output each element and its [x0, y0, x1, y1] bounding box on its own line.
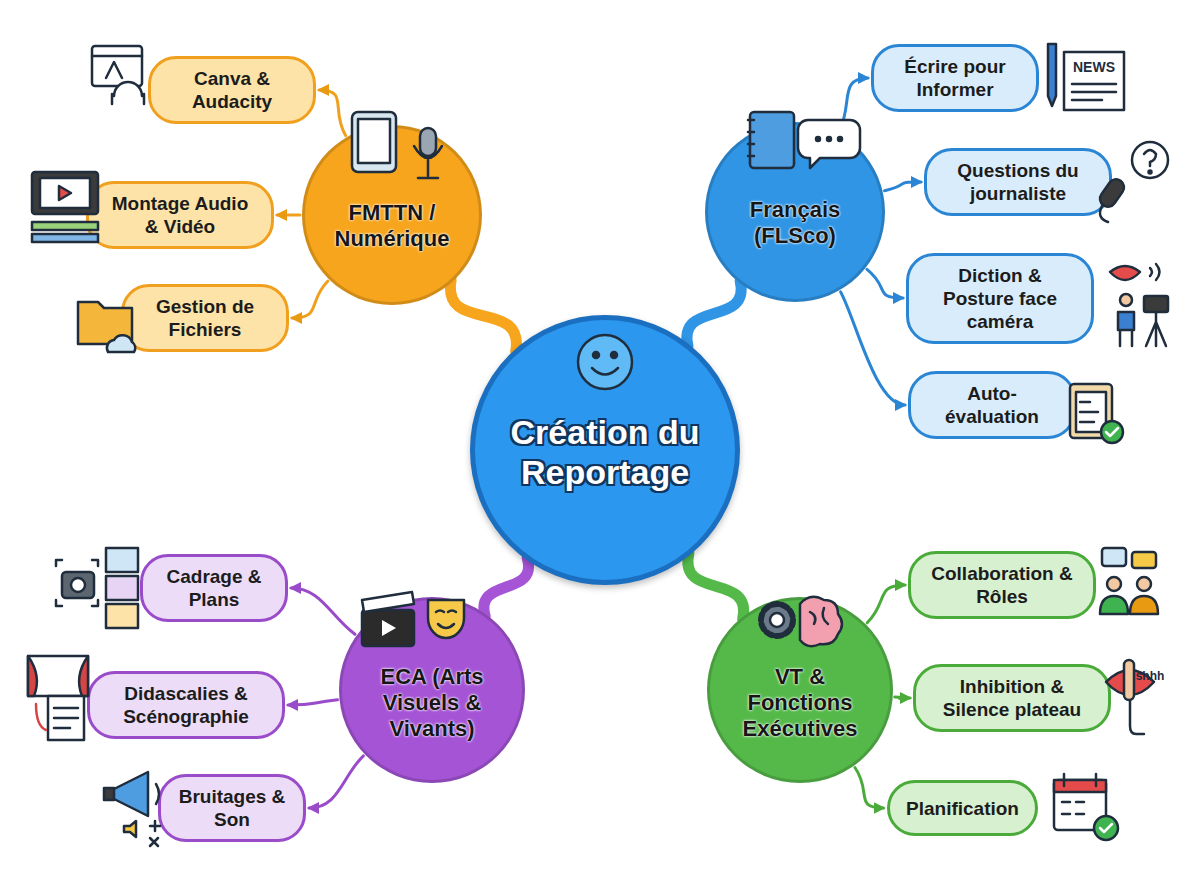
arrow-connector	[841, 292, 905, 405]
video-timeline-icon	[32, 172, 98, 242]
team-chat-icon	[1100, 548, 1158, 614]
topic-pill: Inhibition & Silence plateau	[913, 664, 1111, 732]
pill-label: Montage Audio & Vidéo	[105, 192, 255, 238]
pill-label: Gestion de Fichiers	[140, 295, 270, 341]
pill-label: Diction & Posture face caméra	[925, 264, 1075, 333]
pill-label: Questions du journaliste	[943, 159, 1093, 205]
topic-pill: Collaboration & Rôles	[908, 551, 1096, 619]
arrow-connector	[309, 756, 363, 808]
pill-label: Canva & Audacity	[167, 67, 297, 113]
pill-label: Cadrage & Plans	[159, 565, 269, 611]
central-circle: Création du Reportage	[470, 315, 740, 585]
pill-label: Collaboration & Rôles	[927, 562, 1077, 608]
topic-pill: Questions du journaliste	[924, 148, 1112, 216]
calendar-check-icon	[1054, 774, 1118, 840]
pen-newspaper-icon	[1048, 44, 1124, 110]
topic-pill: Didascalies & Scénographie	[87, 671, 285, 739]
gear-brain-icon	[761, 597, 842, 646]
newspaper-label: NEWS	[1073, 59, 1115, 75]
topic-pill: Planification	[887, 780, 1038, 836]
arrow-connector	[867, 269, 903, 298]
folder-cloud-icon	[78, 302, 135, 352]
clapper-mask-icon	[362, 592, 464, 646]
arrow-connector	[292, 281, 328, 318]
pill-label: Auto-évaluation	[927, 382, 1057, 428]
circle-title: Création du Reportage	[490, 412, 720, 492]
arrow-connector	[288, 700, 338, 705]
arrow-connector	[867, 585, 905, 623]
category-circle: ECA (Arts Visuels & Vivants)	[339, 597, 525, 783]
category-circle: Français (FLSco)	[705, 122, 885, 302]
circle-title: ECA (Arts Visuels & Vivants)	[356, 664, 509, 742]
pill-label: Bruitages & Son	[177, 785, 287, 831]
arrow-connector	[277, 214, 300, 217]
branch-connector	[687, 281, 741, 346]
smiley-icon	[578, 335, 632, 389]
arrow-connector	[291, 588, 355, 634]
arrow-connector	[839, 78, 868, 131]
topic-pill: Écrire pour Informer	[871, 44, 1039, 112]
stage-script-icon	[28, 656, 88, 740]
clipboard-check-icon	[1070, 384, 1123, 443]
arrow-connector	[855, 768, 884, 809]
branch-connector	[450, 280, 516, 351]
topic-pill: Diction & Posture face caméra	[906, 253, 1094, 344]
circle-title: VT & Fonctions Exécutives	[724, 664, 877, 742]
pill-label: Écrire pour Informer	[890, 55, 1020, 101]
camera-frames-icon	[56, 548, 138, 628]
pill-label: Inhibition & Silence plateau	[932, 675, 1092, 721]
arrow-connector	[895, 697, 910, 698]
branch-connector	[688, 553, 744, 619]
lips-camera-icon	[1110, 264, 1168, 346]
notebook-bubble-icon	[748, 112, 860, 168]
arrow-connector	[885, 182, 922, 191]
pill-label: Didascalies & Scénographie	[106, 682, 266, 728]
design-audio-icon	[92, 46, 144, 104]
topic-pill: Auto-évaluation	[908, 371, 1076, 439]
arrow-connector	[319, 90, 346, 136]
circle-title: FMTTN / Numérique	[318, 200, 466, 252]
shh-label: shhh	[1136, 669, 1165, 683]
tablet-mic-icon	[352, 112, 442, 178]
category-circle: VT & Fonctions Exécutives	[707, 597, 893, 783]
megaphone-sound-icon	[104, 772, 160, 846]
topic-pill: Montage Audio & Vidéo	[86, 181, 274, 249]
shh-icon	[1106, 660, 1154, 734]
topic-pill: Canva & Audacity	[148, 56, 316, 124]
branch-connector	[484, 558, 529, 616]
category-circle: FMTTN / Numérique	[302, 125, 482, 305]
circle-title: Français (FLSco)	[721, 197, 869, 249]
pill-label: Planification	[906, 797, 1019, 820]
topic-pill: Gestion de Fichiers	[121, 284, 289, 352]
topic-pill: Cadrage & Plans	[140, 554, 288, 622]
microphone-question-icon	[1097, 142, 1168, 222]
topic-pill: Bruitages & Son	[158, 774, 306, 842]
